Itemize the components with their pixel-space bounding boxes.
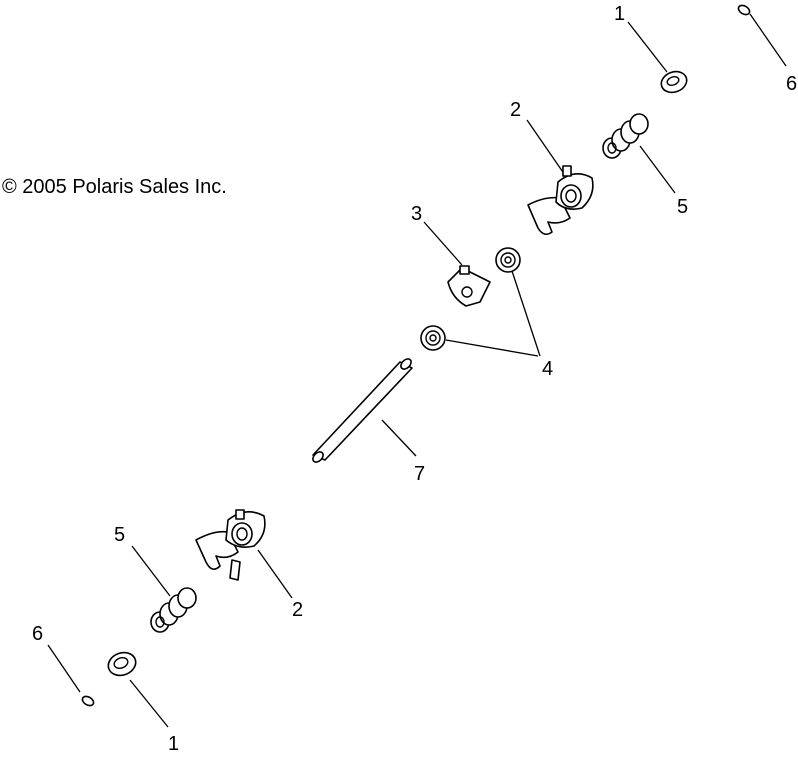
callout-5-top: 5	[677, 196, 688, 218]
callout-2-bottom: 2	[292, 599, 303, 621]
callout-3: 3	[411, 203, 422, 225]
spring-bottom	[150, 587, 197, 633]
clip-top	[737, 4, 751, 16]
spring-small-lower	[420, 325, 446, 351]
callout-1-bottom: 1	[168, 733, 179, 753]
callout-2-top: 2	[510, 99, 521, 121]
copyright-notice: © 2005 Polaris Sales Inc.	[2, 176, 227, 198]
spring-top	[602, 113, 649, 159]
shift-arm	[447, 265, 491, 307]
shift-fork-bottom	[195, 509, 266, 581]
callout-1-top: 1	[614, 3, 625, 25]
shift-shaft	[312, 358, 413, 463]
callout-labels: 1 6 2 5 3 4 7 5 2 6 1	[32, 3, 797, 755]
washer-top	[660, 70, 688, 94]
callout-5-bottom: 5	[114, 524, 125, 546]
callout-6-top: 6	[786, 73, 797, 95]
callout-4: 4	[542, 358, 553, 380]
callout-7: 7	[414, 463, 425, 485]
shift-fork-top	[527, 165, 594, 236]
clip-bottom	[81, 695, 95, 707]
leader-lines	[47, 13, 787, 728]
spring-small-upper	[495, 247, 521, 273]
washer-bottom	[107, 651, 137, 677]
callout-6-bottom: 6	[32, 623, 43, 645]
